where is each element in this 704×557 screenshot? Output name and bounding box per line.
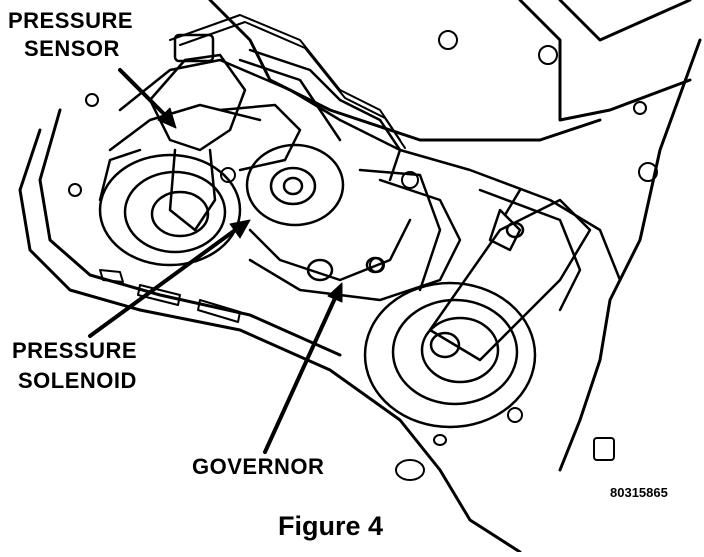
bolts <box>68 30 658 461</box>
case-outline <box>18 0 702 554</box>
servo-lever <box>428 188 592 362</box>
right-drum <box>363 281 537 429</box>
pressure-sensor-label: PRESSURE SENSOR <box>8 10 133 60</box>
governor-body <box>245 143 412 282</box>
pressure-sensor-label-line2: SENSOR <box>24 36 120 61</box>
figure-caption: Figure 4 <box>278 511 384 541</box>
leader-arrows <box>88 68 343 454</box>
pressure-solenoid-label-line1: PRESSURE <box>12 338 138 363</box>
left-drum <box>98 148 242 267</box>
pressure-solenoid-label: PRESSURE SOLENOID <box>12 340 137 392</box>
wire-harness <box>169 14 406 149</box>
part-code: 80315865 <box>610 485 668 500</box>
pressure-sensor-label-line1: PRESSURE <box>8 8 134 33</box>
pressure-solenoid-label-line2: SOLENOID <box>18 368 137 393</box>
pressure-sensor-assembly <box>148 33 442 292</box>
governor-label: GOVERNOR <box>192 454 325 479</box>
case-slots <box>99 269 447 481</box>
valve-body <box>108 58 622 312</box>
